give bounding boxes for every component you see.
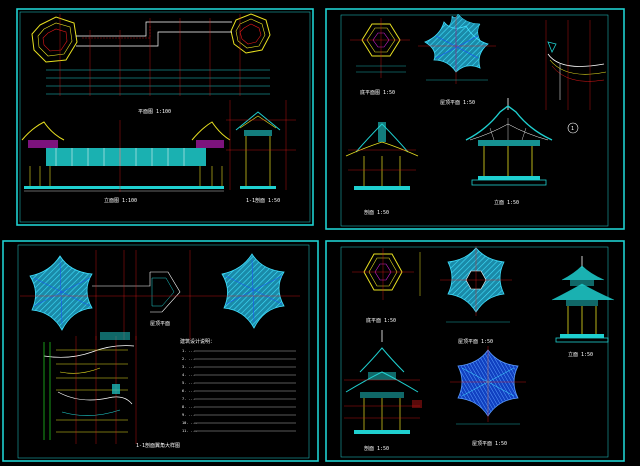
roof-plan-label-4a: 屋顶平面 1:50 — [458, 339, 493, 345]
section-drawing-4 — [344, 330, 422, 434]
sheet-1: 平面图 1:100 立面图 1:100 — [16, 8, 314, 226]
section-label: 1-1剖面 1:50 — [246, 197, 280, 204]
eave-detail-drawing-3 — [43, 332, 137, 444]
sheet-4-frame — [325, 240, 625, 462]
roof-plan-label-4b: 屋顶平面 1:50 — [472, 441, 507, 447]
note-line: 10. ... — [182, 421, 197, 425]
elevation-drawing-4 — [551, 256, 615, 343]
sheet-1-frame — [16, 8, 314, 226]
detail-label: 1-1剖面翼角大样图 — [136, 442, 180, 449]
note-line: 7. ... — [182, 397, 195, 401]
base-plan-drawing-4 — [352, 248, 421, 300]
plan-drawing — [31, 13, 271, 96]
base-plan-label: 底平面图 1:50 — [360, 89, 395, 96]
note-line: 8. ... — [182, 405, 195, 409]
elevation-drawing — [21, 120, 231, 192]
roof-plan-drawing-4a — [440, 246, 512, 323]
section-drawing — [226, 100, 296, 190]
base-plan-label-4: 底平面 1:50 — [366, 317, 396, 324]
note-line: 11. ... — [182, 429, 197, 433]
note-line: 6. ... — [182, 389, 195, 393]
roof-plan-label: 屋顶平面 1:50 — [440, 100, 475, 106]
base-plan-drawing — [350, 18, 410, 78]
notes-list: 1. ... 2. ... 3. ... 4. ... 5. ... 6. ... 7. .… — [182, 349, 296, 433]
note-line: 2. ... — [182, 357, 195, 361]
roof-plan-drawing-4b — [450, 346, 526, 425]
eave-detail-drawing — [545, 20, 607, 110]
sheet-4-inner-frame — [340, 246, 609, 458]
note-line: 9. ... — [182, 413, 195, 417]
elevation-label-2: 立面 1:50 — [494, 199, 519, 206]
section-label-4: 剖面 1:50 — [364, 445, 389, 452]
elevation-label: 立面图 1:100 — [104, 197, 137, 204]
sheet-1-inner-frame — [19, 11, 311, 223]
sheet-3-frame — [2, 240, 319, 462]
elevation-label-4: 立面 1:50 — [568, 351, 593, 358]
sheet-2-inner-frame — [340, 14, 609, 227]
elevation-drawing-2 — [465, 98, 553, 186]
note-line: 1. ... — [182, 349, 195, 353]
sheet-4: 底平面 1:50 屋顶平面 1:50 立面 1:50 — [325, 240, 625, 462]
notes-title: 建筑设计说明： — [180, 338, 215, 345]
roof-plan-label-3: 屋顶平面 — [150, 321, 170, 327]
section-marker-number: 1 — [571, 126, 574, 132]
roof-plan-drawing-3 — [20, 250, 300, 340]
note-line: 3. ... — [182, 365, 195, 369]
sheet-3-inner-frame — [17, 244, 310, 459]
note-line: 5. ... — [182, 381, 195, 385]
sheet-2: 底平面图 1:50 屋顶平面 1:50 1 — [325, 8, 625, 230]
roof-plan-drawing — [418, 13, 496, 84]
sheet-2-frame — [325, 8, 625, 230]
plan-label: 平面图 1:100 — [138, 109, 171, 115]
section-marker-circle — [567, 122, 579, 134]
note-line: 4. ... — [182, 373, 195, 377]
section-label-2: 剖面 1:50 — [364, 209, 389, 216]
sheet-3: 屋顶平面 1-1剖面翼角大样图 建筑设计说明： 1. . — [2, 240, 319, 462]
section-drawing-2 — [345, 122, 419, 190]
